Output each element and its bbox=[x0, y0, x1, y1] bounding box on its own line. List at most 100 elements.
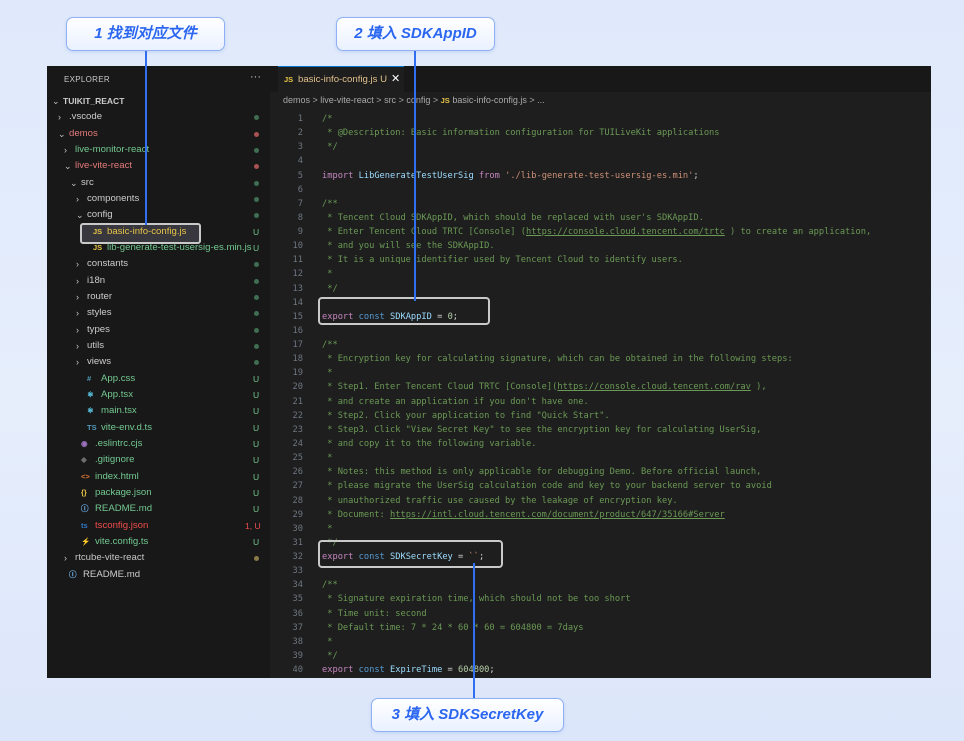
code-line[interactable]: 39 */ bbox=[270, 649, 931, 663]
chevron-down-icon[interactable]: ⌄ bbox=[64, 158, 72, 174]
tree-item[interactable]: ›live-monitor-react bbox=[47, 142, 270, 158]
tree-item[interactable]: ⌄src bbox=[47, 175, 270, 191]
tree-item-label: README.md bbox=[83, 567, 140, 583]
breadcrumb-item-src[interactable]: src bbox=[384, 95, 396, 105]
tree-item[interactable]: JSbasic-info-config.jsU bbox=[47, 224, 270, 240]
code-line[interactable]: 9 * Enter Tencent Cloud TRTC [Console] (… bbox=[270, 225, 931, 239]
code-line[interactable]: 12 * bbox=[270, 267, 931, 281]
chevron-right-icon[interactable]: › bbox=[76, 322, 79, 338]
tree-item[interactable]: ◉.eslintrc.cjsU bbox=[47, 436, 270, 452]
git-status-dot bbox=[254, 311, 259, 316]
code-line[interactable]: 3 */ bbox=[270, 140, 931, 154]
tree-item[interactable]: ⚛main.tsxU bbox=[47, 403, 270, 419]
tree-item[interactable]: ›types bbox=[47, 322, 270, 338]
chevron-right-icon[interactable]: › bbox=[64, 142, 67, 158]
chevron-right-icon[interactable]: › bbox=[76, 338, 79, 354]
chevron-right-icon[interactable]: › bbox=[76, 289, 79, 305]
line-number: 25 bbox=[270, 451, 303, 465]
tab-basic-info-config[interactable]: JS basic-info-config.js U ✕ bbox=[278, 66, 404, 92]
code-line[interactable]: 2 * @Description: Basic information conf… bbox=[270, 126, 931, 140]
chevron-down-icon[interactable]: ⌄ bbox=[52, 93, 60, 109]
code-line[interactable]: 1/* bbox=[270, 112, 931, 126]
code-line[interactable]: 6 bbox=[270, 183, 931, 197]
code-line[interactable]: 25 * bbox=[270, 451, 931, 465]
tree-item[interactable]: ⌄demos bbox=[47, 126, 270, 142]
tree-item[interactable]: ›constants bbox=[47, 256, 270, 272]
code-line[interactable]: 35 * Signature expiration time, which sh… bbox=[270, 592, 931, 606]
chevron-right-icon[interactable]: › bbox=[76, 273, 79, 289]
code-token: * bbox=[322, 368, 332, 378]
code-line[interactable]: 10 * and you will see the SDKAppID. bbox=[270, 239, 931, 253]
code-line[interactable]: 23 * Step3. Click "View Secret Key" to s… bbox=[270, 423, 931, 437]
line-number: 4 bbox=[270, 154, 303, 168]
chevron-down-icon[interactable]: ⌄ bbox=[70, 175, 78, 191]
code-line[interactable]: 18 * Encryption key for calculating sign… bbox=[270, 352, 931, 366]
code-text: * please migrate the UserSig calculation… bbox=[322, 479, 772, 493]
code-line[interactable]: 13 */ bbox=[270, 282, 931, 296]
chevron-down-icon[interactable]: ⌄ bbox=[76, 207, 84, 223]
tree-item[interactable]: ›views bbox=[47, 354, 270, 370]
chevron-right-icon[interactable]: › bbox=[64, 550, 67, 566]
tree-item[interactable]: ›rtcube-vite-react bbox=[47, 550, 270, 566]
close-tab-icon[interactable]: ✕ bbox=[391, 72, 400, 85]
tree-item[interactable]: JSlib-generate-test-usersig-es.min.jsU bbox=[47, 240, 270, 256]
connector-line-step2 bbox=[414, 51, 416, 301]
tree-item[interactable]: ⚡vite.config.tsU bbox=[47, 534, 270, 550]
tree-item[interactable]: ›styles bbox=[47, 305, 270, 321]
breadcrumb-item-config[interactable]: config bbox=[406, 95, 430, 105]
breadcrumb-item-file[interactable]: basic-info-config.js bbox=[452, 95, 527, 105]
code-line[interactable]: 19 * bbox=[270, 366, 931, 380]
more-actions-icon[interactable]: ··· bbox=[250, 71, 261, 83]
code-line[interactable]: 22 * Step2. Click your application to fi… bbox=[270, 409, 931, 423]
code-line[interactable]: 34/** bbox=[270, 578, 931, 592]
chevron-down-icon[interactable]: ⌄ bbox=[58, 126, 66, 142]
breadcrumb-item-symbols[interactable]: ... bbox=[537, 95, 545, 105]
git-status-dot bbox=[254, 148, 259, 153]
tree-item[interactable]: ⌄live-vite-react bbox=[47, 158, 270, 174]
code-text: /* bbox=[322, 112, 332, 126]
tree-item[interactable]: ›utils bbox=[47, 338, 270, 354]
code-line[interactable]: 28 * unauthorized traffic use caused by … bbox=[270, 494, 931, 508]
tree-item[interactable]: ›i18n bbox=[47, 273, 270, 289]
breadcrumb-item-live-vite-react[interactable]: live-vite-react bbox=[320, 95, 374, 105]
chevron-right-icon[interactable]: › bbox=[76, 305, 79, 321]
code-line[interactable]: 24 * and copy it to the following variab… bbox=[270, 437, 931, 451]
chevron-right-icon[interactable]: › bbox=[76, 256, 79, 272]
code-line[interactable]: 26 * Notes: this method is only applicab… bbox=[270, 465, 931, 479]
tree-item[interactable]: <>index.htmlU bbox=[47, 469, 270, 485]
code-line[interactable]: 30 * bbox=[270, 522, 931, 536]
code-line[interactable]: 36 * Time unit: second bbox=[270, 607, 931, 621]
js-file-icon: JS bbox=[441, 96, 450, 105]
code-line[interactable]: 11 * It is a unique identifier used by T… bbox=[270, 253, 931, 267]
tree-item[interactable]: ⚛App.tsxU bbox=[47, 387, 270, 403]
tree-item[interactable]: tstsconfig.json1, U bbox=[47, 518, 270, 534]
tree-item[interactable]: ›components bbox=[47, 191, 270, 207]
tree-item[interactable]: ◆.gitignoreU bbox=[47, 452, 270, 468]
code-line[interactable]: 7/** bbox=[270, 197, 931, 211]
chevron-right-icon[interactable]: › bbox=[58, 109, 61, 125]
tree-item[interactable]: ⓘREADME.md bbox=[47, 567, 270, 583]
code-line[interactable]: 37 * Default time: 7 * 24 * 60 * 60 = 60… bbox=[270, 621, 931, 635]
chevron-right-icon[interactable]: › bbox=[76, 354, 79, 370]
code-line[interactable]: 8 * Tencent Cloud SDKAppID, which should… bbox=[270, 211, 931, 225]
code-line[interactable]: 40export const ExpireTime = 604800; bbox=[270, 663, 931, 677]
tree-item[interactable]: ›.vscode bbox=[47, 109, 270, 125]
tree-item[interactable]: ⓘREADME.mdU bbox=[47, 501, 270, 517]
code-line[interactable]: 20 * Step1. Enter Tencent Cloud TRTC [Co… bbox=[270, 380, 931, 394]
code-line[interactable]: 5import LibGenerateTestUserSig from './l… bbox=[270, 169, 931, 183]
code-line[interactable]: 27 * please migrate the UserSig calculat… bbox=[270, 479, 931, 493]
code-line[interactable]: 4 bbox=[270, 154, 931, 168]
tree-item[interactable]: {}package.jsonU bbox=[47, 485, 270, 501]
tree-item[interactable]: #App.cssU bbox=[47, 371, 270, 387]
tree-item[interactable]: ⌄config bbox=[47, 207, 270, 223]
tree-item[interactable]: ›router bbox=[47, 289, 270, 305]
tree-item[interactable]: ⌄TUIKIT_REACT bbox=[47, 93, 270, 109]
code-line[interactable]: 38 * bbox=[270, 635, 931, 649]
code-line[interactable]: 17/** bbox=[270, 338, 931, 352]
breadcrumb-item-demos[interactable]: demos bbox=[283, 95, 310, 105]
code-line[interactable]: 29 * Document: https://intl.cloud.tencen… bbox=[270, 508, 931, 522]
code-line[interactable]: 21 * and create an application if you do… bbox=[270, 395, 931, 409]
code-line[interactable]: 16 bbox=[270, 324, 931, 338]
chevron-right-icon[interactable]: › bbox=[76, 191, 79, 207]
tree-item[interactable]: TSvite-env.d.tsU bbox=[47, 420, 270, 436]
